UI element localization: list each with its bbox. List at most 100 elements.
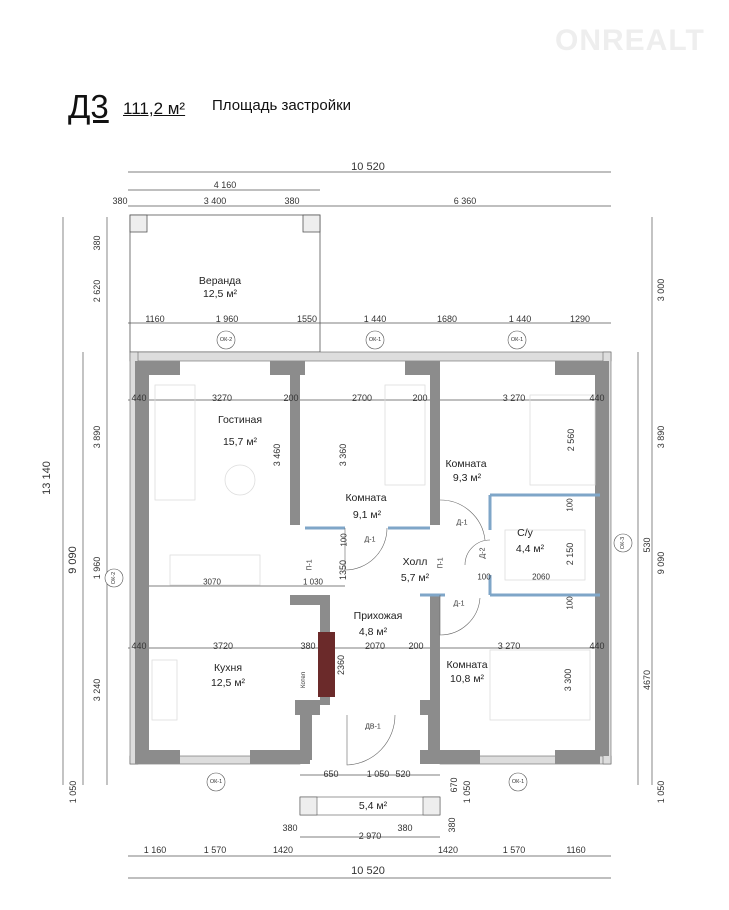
door-tag: Д-1 — [453, 600, 465, 608]
dim: 200 — [408, 641, 424, 651]
porch — [299, 796, 441, 816]
dim: 380 — [397, 823, 413, 833]
dim: 100 — [477, 572, 491, 582]
built-area: 111,2 м² — [123, 99, 186, 118]
window-tag: ОК-1 — [511, 779, 525, 785]
dim: 1 960 — [92, 556, 102, 580]
window-tag: ОК-2 — [111, 571, 117, 585]
partition-walls — [305, 493, 600, 597]
room-name-veranda: Веранда — [198, 275, 242, 287]
dim: 1 960 — [215, 314, 239, 324]
room-area-hall: 5,7 м² — [400, 572, 430, 584]
dim: 380 — [282, 823, 298, 833]
dim: 3 270 — [497, 641, 521, 651]
dim: 1680 — [436, 314, 458, 324]
dim: 440 — [589, 393, 605, 403]
door-tag: Д-1 — [456, 519, 468, 527]
dim: 2700 — [351, 393, 373, 403]
room-area-living: 15,7 м² — [222, 436, 258, 448]
dim: 380 — [284, 196, 300, 206]
dim: 1 570 — [502, 845, 526, 855]
dim: 1 160 — [143, 845, 167, 855]
dim: 2 150 — [565, 542, 575, 566]
dim: 1290 — [569, 314, 591, 324]
dim: 3 300 — [563, 668, 573, 692]
room-name-room1: Комната — [345, 492, 387, 504]
dim: 380 — [447, 817, 457, 833]
dimension-lines — [62, 171, 653, 879]
room-area-kitchen: 12,5 м² — [210, 677, 246, 689]
dim: 100 — [565, 498, 575, 512]
dim: 3 400 — [203, 196, 227, 206]
dim: 100 — [339, 533, 349, 547]
stove-brickwork — [318, 632, 335, 697]
dim: 1 030 — [302, 577, 324, 587]
dim: 9 090 — [67, 546, 79, 574]
furniture — [151, 384, 596, 721]
dim: 1420 — [437, 845, 459, 855]
window-tag: ОК-2 — [219, 337, 233, 343]
room-name-living: Гостиная — [217, 414, 263, 426]
window-tag: ОК-1 — [510, 337, 524, 343]
dim: 1 570 — [203, 845, 227, 855]
room-name-kitchen: Кухня — [213, 662, 243, 674]
room-name-room3: Комната — [446, 659, 488, 671]
dim: 530 — [642, 537, 652, 553]
room-name-entry: Прихожая — [353, 610, 403, 622]
dim: 1160 — [145, 314, 165, 324]
dim: 380 — [92, 235, 102, 251]
room-area-porch: 5,4 м² — [358, 800, 388, 812]
dim: 3070 — [203, 577, 221, 587]
dim: 200 — [412, 393, 428, 403]
dim: 1 050 — [656, 780, 666, 804]
dim-total-bottom: 10 520 — [351, 865, 385, 877]
dim: 2060 — [532, 572, 550, 582]
built-area-label: Площадь застройки — [212, 97, 352, 114]
dim: 3 890 — [92, 425, 102, 449]
dim: 380 — [112, 196, 128, 206]
exterior-walls — [129, 351, 612, 765]
dim: 3 000 — [656, 278, 666, 302]
dim: 1 440 — [508, 314, 532, 324]
door-swings — [344, 499, 491, 766]
dim: 1350 — [338, 559, 348, 581]
room-area-room2: 9,3 м² — [452, 472, 482, 484]
dim: 440 — [131, 393, 147, 403]
dim: 3 270 — [502, 393, 526, 403]
dim: 3 460 — [272, 443, 282, 467]
room-name-hall: Холл — [402, 556, 428, 568]
dim: 2070 — [364, 641, 386, 651]
dim: 2 970 — [358, 831, 382, 841]
dim: 13 140 — [41, 461, 53, 495]
dim: 1550 — [296, 314, 318, 324]
dim: 1160 — [566, 845, 586, 855]
window-tag-circles — [104, 330, 633, 792]
room-area-entry: 4,8 м² — [358, 626, 388, 638]
dim: 1 440 — [363, 314, 387, 324]
dim-total-top: 10 520 — [351, 161, 385, 173]
dim: 9 090 — [656, 551, 666, 575]
dim: 3 890 — [656, 425, 666, 449]
dim: 440 — [131, 641, 147, 651]
door-tag: Д-1 — [364, 536, 376, 544]
boiler-label: Котел — [301, 671, 307, 689]
room-name-room2: Комната — [445, 458, 487, 470]
dim: 1 050 — [366, 769, 390, 779]
dim: 650 — [323, 769, 339, 779]
dim: 1 050 — [68, 780, 78, 804]
window-tag: ОК-1 — [368, 337, 382, 343]
dim: 380 — [300, 641, 316, 651]
dim: 1 050 — [462, 780, 472, 804]
dim: 2360 — [336, 654, 346, 676]
dim: 6 360 — [453, 196, 477, 206]
dim: 2 620 — [92, 279, 102, 303]
window-tag: ОК-1 — [209, 779, 223, 785]
room-name-bath: С/у — [517, 527, 533, 539]
room-area-bath: 4,4 м² — [515, 543, 545, 555]
dim: 3 360 — [338, 443, 348, 467]
dim: 670 — [449, 777, 459, 793]
room-area-room1: 9,1 м² — [352, 509, 382, 521]
watermark-logo: ONREALT — [555, 24, 705, 57]
